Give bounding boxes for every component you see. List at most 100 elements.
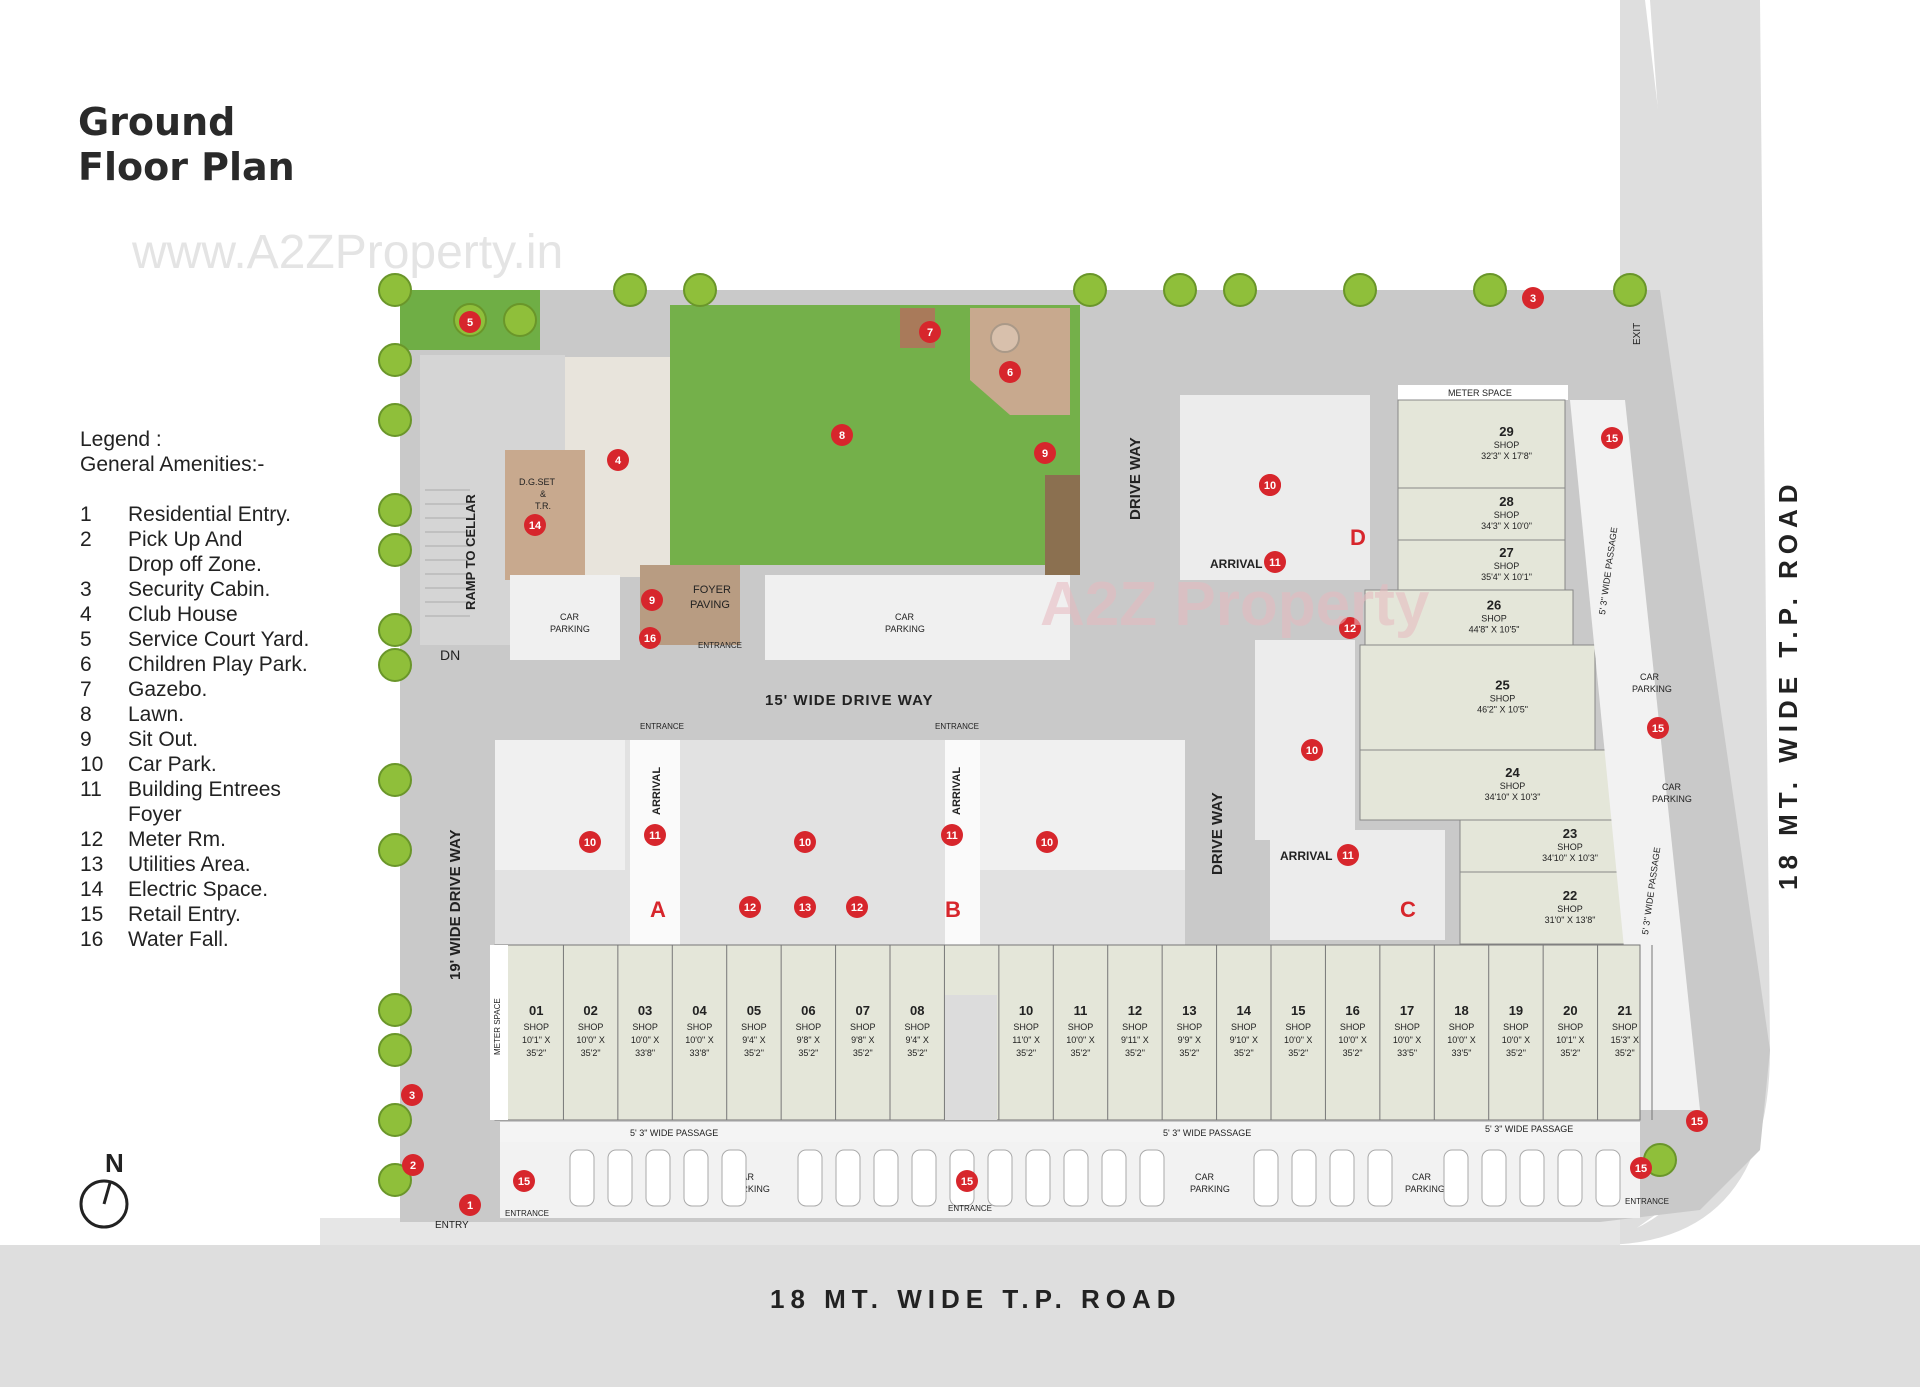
shop-size: 35'2" <box>1016 1048 1036 1058</box>
entry-label: ENTRY <box>435 1220 469 1231</box>
shop-label: SHOP <box>1285 1022 1311 1032</box>
amenity-marker <box>1337 844 1359 866</box>
right-road-label: 18 MT. WIDE T.P. ROAD <box>1773 478 1803 890</box>
legend-item: Drop off Zone. <box>80 552 378 577</box>
amenity-marker <box>1034 442 1056 464</box>
amenity-marker-number: 13 <box>799 902 811 914</box>
shop-number: 10 <box>1019 1003 1033 1018</box>
drive-way-15: 15' WIDE DRIVE WAY <box>765 692 934 709</box>
tree-icon <box>378 833 412 867</box>
shop-size: 9'4" X <box>742 1035 765 1045</box>
shop-label: SHOP <box>1558 1022 1584 1032</box>
parked-car <box>1329 1149 1355 1207</box>
parked-car <box>721 1149 747 1207</box>
amenity-marker <box>607 449 629 471</box>
tree-icon <box>378 1033 412 1067</box>
shops-bottom-row <box>494 944 1641 1121</box>
shop-size: 33'5" <box>1452 1048 1472 1058</box>
north-compass: N <box>78 1148 130 1229</box>
car-label: CAR <box>1195 1172 1215 1182</box>
parked-car <box>1443 1149 1469 1207</box>
amenity-marker <box>1630 1157 1652 1179</box>
arrival-b-label: ARRIVAL <box>951 767 963 815</box>
shop-size: 10'0" X <box>631 1035 659 1045</box>
parked-car <box>911 1149 937 1207</box>
amenity-marker-number: 12 <box>744 902 756 914</box>
shop-size: 35'2" <box>1179 1048 1199 1058</box>
legend-item-number: 2 <box>80 528 92 551</box>
amenity-marker <box>999 361 1021 383</box>
arrival-d-label: ARRIVAL <box>1210 557 1262 571</box>
tree-icon <box>378 343 412 377</box>
shop-size: 9'8" X <box>797 1035 820 1045</box>
shop-number: 11 <box>1074 1003 1088 1018</box>
shop-size: 10'1" X <box>1556 1035 1584 1045</box>
shop-right <box>1459 819 1631 873</box>
amenity-marker <box>639 627 661 649</box>
shop-size: 11'0" X <box>1012 1035 1040 1045</box>
parked-car <box>569 1149 595 1207</box>
amenity-marker <box>579 831 601 853</box>
shop-number: 02 <box>583 1003 597 1018</box>
legend-item-label: Residential Entry. <box>128 503 292 526</box>
shop-size: 35'2" <box>526 1048 546 1058</box>
amenity-marker-number: 10 <box>799 837 811 849</box>
legend-item-number: 13 <box>80 853 104 876</box>
legend-item: 2 Pick Up And <box>80 527 378 552</box>
legend-item-label: Retail Entry. <box>128 903 241 926</box>
title-line-1: Ground <box>78 100 236 144</box>
legend-item-label: Pick Up And <box>128 528 243 551</box>
bottom-passage <box>500 1122 1640 1142</box>
dn-label: DN <box>440 647 460 663</box>
parking-label: PARKING <box>550 624 590 634</box>
meter-space-left-label: METER SPACE <box>493 998 502 1055</box>
car-label: CAR <box>1412 1172 1432 1182</box>
shop-size: 32'3" X 17'8" <box>1481 451 1532 461</box>
tree-icon <box>1223 273 1257 307</box>
shop-label: SHOP <box>1177 1022 1203 1032</box>
parked-car <box>873 1149 899 1207</box>
amenity-marker <box>1339 617 1361 639</box>
tree-icon <box>613 273 647 307</box>
shop-label: SHOP <box>687 1022 713 1032</box>
shop-size: 33'8" <box>635 1048 655 1058</box>
amenity-marker-number: 10 <box>1264 480 1276 492</box>
parking-label: PARKING <box>1652 794 1692 804</box>
shop-number: 23 <box>1563 826 1577 841</box>
shop-label: SHOP <box>741 1022 767 1032</box>
shop-size: 34'10" X 10'3" <box>1542 853 1598 863</box>
tree-icon <box>503 303 537 337</box>
legend-item-number: 10 <box>80 753 104 776</box>
shop-size: 34'3" X 10'0" <box>1481 521 1532 531</box>
shop-size: 35'2" <box>1125 1048 1145 1058</box>
meter-space <box>1398 385 1568 400</box>
amenity-marker <box>846 896 868 918</box>
amenity-marker-number: 15 <box>1652 723 1664 735</box>
compass-icon <box>79 1179 129 1229</box>
shop-size: 35'2" <box>1560 1048 1580 1058</box>
amenity-marker-number: 11 <box>1269 557 1281 569</box>
meter-space-left <box>490 945 508 1120</box>
shop-label: SHOP <box>904 1022 930 1032</box>
shop-size: 35'2" <box>581 1048 601 1058</box>
sit-out-deck <box>1045 475 1080 575</box>
legend-item-label: Children Play Park. <box>128 653 308 676</box>
legend-item-label: Sit Out. <box>128 728 199 751</box>
legend-item-label: Foyer <box>128 803 182 826</box>
car-parking-top-left <box>510 575 620 660</box>
shop-number: 07 <box>856 1003 870 1018</box>
shop-number: 12 <box>1128 1003 1142 1018</box>
parked-car <box>1519 1149 1545 1207</box>
legend-item-number: 15 <box>80 903 104 926</box>
shop-label: SHOP <box>1490 694 1516 704</box>
tree-icon <box>378 1163 412 1197</box>
shop-number: 06 <box>801 1003 815 1018</box>
legend-item-label: Lawn. <box>128 703 185 726</box>
shop-label: SHOP <box>1494 561 1520 571</box>
shop-size: 35'2" <box>1234 1048 1254 1058</box>
